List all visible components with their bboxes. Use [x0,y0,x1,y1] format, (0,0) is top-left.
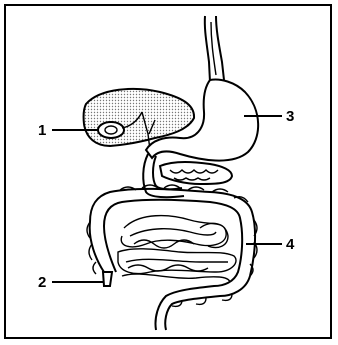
label-4: 4 [286,236,295,253]
pancreas [160,162,232,184]
appendix [103,272,112,286]
label-3: 3 [286,108,294,125]
esophagus [205,16,224,82]
large-intestine [87,185,257,330]
label-2: 2 [38,274,46,291]
gallbladder [98,122,124,138]
small-intestine [118,216,236,282]
label-1: 1 [38,122,46,139]
